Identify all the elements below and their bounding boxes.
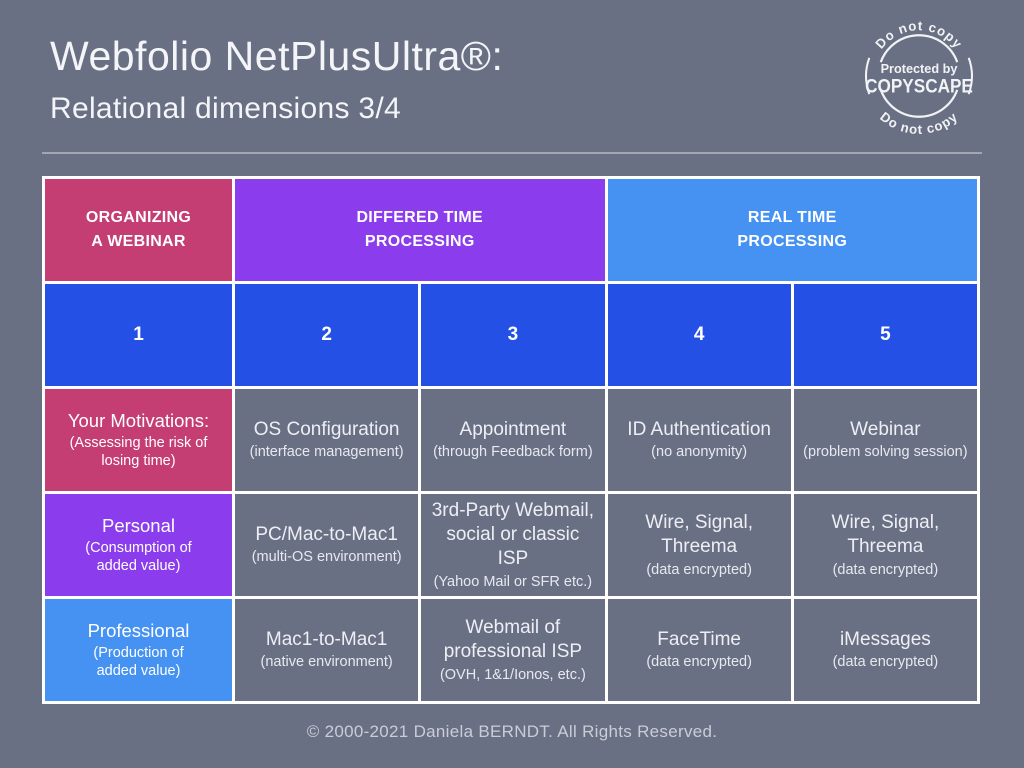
table-cell-wire-signal-threema-1: Wire, Signal, Threema (data encrypted) bbox=[607, 494, 791, 596]
cell-title: Mac1-to-Mac1 bbox=[265, 629, 388, 651]
header-organizing-a-webinar: ORGANIZING A WEBINAR bbox=[45, 179, 232, 281]
table-cell-id-authentication: ID Authentication (no anonymity) bbox=[607, 389, 791, 491]
cell-title: Personal bbox=[101, 515, 175, 537]
badge-bottom-arc-text: Do not copy bbox=[877, 109, 961, 137]
relational-dimensions-table: ORGANIZING A WEBINAR DIFFERED TIME PROCE… bbox=[42, 176, 980, 704]
badge-outer-ring-left bbox=[865, 57, 871, 95]
cell-title: Your Motivations: bbox=[67, 410, 210, 432]
cell-subtitle: (interface management) bbox=[249, 444, 404, 461]
badge-copyscape-text: COPYSCAPE bbox=[865, 76, 973, 97]
cell-subtitle: (data encrypted) bbox=[832, 561, 939, 578]
cell-subtitle: (problem solving session) bbox=[803, 444, 968, 461]
header-titles: Webfolio NetPlusUltra®: Relational dimen… bbox=[50, 33, 504, 126]
cell-subtitle: (OVH, 1&1/Ionos, etc.) bbox=[439, 666, 586, 683]
table-cell-facetime: FaceTime (data encrypted) bbox=[607, 599, 791, 701]
cell-subtitle: (data encrypted) bbox=[646, 654, 752, 671]
page-title: Webfolio NetPlusUltra®: bbox=[50, 33, 504, 79]
table-cell-webinar: Webinar (problem solving session) bbox=[793, 389, 977, 491]
cell-title: iMessages bbox=[839, 629, 931, 651]
cell-subtitle: (Consumption of added value) bbox=[85, 539, 192, 575]
table-cell-mac1-to-mac1: Mac1-to-Mac1 (native environment) bbox=[235, 599, 419, 701]
badge-inner-ring-bottom bbox=[879, 89, 959, 118]
copyright-footer: © 2000-2021 Daniela BERNDT. All Rights R… bbox=[306, 722, 718, 741]
table-cell-webmail-professional-isp: Webmail of professional ISP (OVH, 1&1/Io… bbox=[421, 599, 605, 701]
cell-subtitle: (data encrypted) bbox=[832, 654, 939, 671]
cell-title: Appointment bbox=[459, 419, 567, 441]
column-number-1: 1 bbox=[45, 284, 232, 386]
header-differed-time-processing: DIFFERED TIME PROCESSING bbox=[235, 179, 605, 281]
cell-subtitle: (Assessing the risk of losing time) bbox=[69, 434, 208, 470]
cell-title: Professional bbox=[87, 620, 190, 642]
title-divider bbox=[42, 152, 982, 154]
cell-subtitle: (through Feedback form) bbox=[433, 444, 593, 461]
column-number-5: 5 bbox=[793, 284, 977, 386]
table-cell-pc-mac-to-mac1: PC/Mac-to-Mac1 (multi-OS environment) bbox=[235, 494, 419, 596]
row-label-your-motivations: Your Motivations: (Assessing the risk of… bbox=[45, 389, 232, 491]
row-label-professional: Professional (Production of added value) bbox=[45, 599, 232, 701]
cell-title: FaceTime bbox=[657, 629, 741, 651]
cell-subtitle: (data encrypted) bbox=[646, 561, 752, 578]
table-cell-3rd-party-webmail: 3rd-Party Webmail, social or classic ISP… bbox=[421, 494, 605, 596]
page-subtitle: Relational dimensions 3/4 bbox=[50, 92, 402, 126]
cell-title: ID Authentication bbox=[627, 419, 771, 441]
header-real-time-processing: REAL TIME PROCESSING bbox=[607, 179, 977, 281]
table-cell-appointment: Appointment (through Feedback form) bbox=[421, 389, 605, 491]
column-number-4: 4 bbox=[607, 284, 791, 386]
badge-inner-ring-top bbox=[879, 34, 959, 63]
cell-title: PC/Mac-to-Mac1 bbox=[255, 524, 398, 546]
copyscape-badge: Do not copy Do not copy Protected by COP… bbox=[865, 18, 973, 137]
cell-subtitle: (native environment) bbox=[260, 654, 393, 671]
cell-subtitle: (multi-OS environment) bbox=[251, 549, 402, 566]
cell-title: Wire, Signal, Threema bbox=[831, 511, 940, 558]
cell-title: Webmail of professional ISP bbox=[443, 616, 583, 663]
cell-title: 3rd-Party Webmail, social or classic ISP bbox=[431, 499, 594, 570]
table-cell-os-configuration: OS Configuration (interface management) bbox=[235, 389, 419, 491]
cell-title: Webinar bbox=[850, 419, 921, 441]
table-cell-wire-signal-threema-2: Wire, Signal, Threema (data encrypted) bbox=[793, 494, 977, 596]
column-number-3: 3 bbox=[421, 284, 605, 386]
badge-outer-ring-right bbox=[967, 57, 973, 95]
table-cell-imessages: iMessages (data encrypted) bbox=[793, 599, 977, 701]
cell-title: Wire, Signal, Threema bbox=[645, 511, 753, 558]
row-label-personal: Personal (Consumption of added value) bbox=[45, 494, 232, 596]
badge-protected-by-text: Protected by bbox=[881, 62, 958, 76]
cell-subtitle: (Production of added value) bbox=[93, 644, 184, 680]
cell-subtitle: (Yahoo Mail or SFR etc.) bbox=[433, 573, 593, 590]
column-number-2: 2 bbox=[235, 284, 419, 386]
cell-title: OS Configuration bbox=[253, 419, 400, 441]
cell-subtitle: (no anonymity) bbox=[651, 444, 748, 461]
